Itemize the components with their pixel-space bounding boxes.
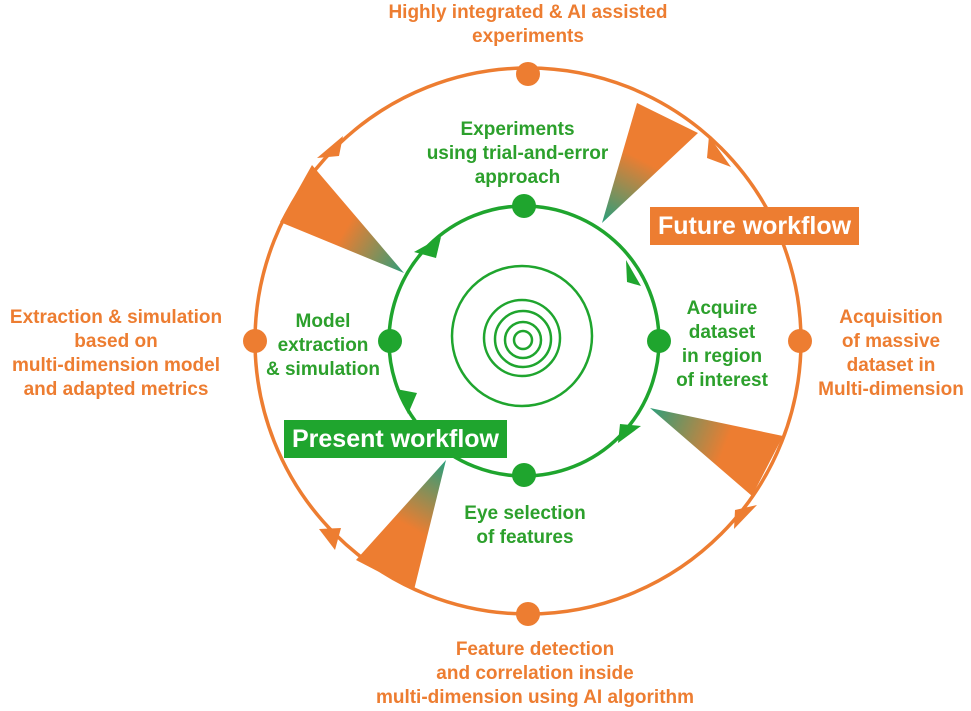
center-target bbox=[450, 264, 594, 408]
future-workflow-label: Future workflow bbox=[650, 207, 860, 245]
future-node-bottom bbox=[516, 602, 540, 626]
present-arrow-3 bbox=[396, 389, 417, 414]
future-node-top bbox=[516, 62, 540, 86]
present-node-right bbox=[647, 329, 671, 353]
future-stage-feature-detection: Feature detection and correlation inside… bbox=[375, 639, 695, 708]
present-stage-eye-selection: Eye selection of features bbox=[464, 503, 586, 548]
present-arrow-4 bbox=[414, 237, 441, 258]
future-node-left bbox=[243, 329, 267, 353]
future-arrow-2 bbox=[734, 505, 757, 529]
transition-wedge-2 bbox=[650, 408, 783, 496]
present-stage-model: Model extraction & simulation bbox=[265, 311, 380, 380]
future-stage-experiments: Highly integrated & AI assisted experime… bbox=[388, 2, 668, 47]
future-node-right bbox=[788, 329, 812, 353]
future-arrow-1 bbox=[707, 136, 731, 167]
present-arrow-1 bbox=[626, 260, 641, 286]
future-stage-extraction: Extraction & simulation based on multi-d… bbox=[9, 307, 223, 400]
present-stage-experiments: Experiments using trial-and-error approa… bbox=[426, 119, 609, 188]
present-node-top bbox=[512, 194, 536, 218]
present-stage-acquire: Acquire dataset in region of interest bbox=[676, 298, 768, 391]
present-node-bottom bbox=[512, 463, 536, 487]
future-stage-acquisition: Acquisition of massive dataset in Multi-… bbox=[818, 307, 964, 400]
transition-wedge-3 bbox=[356, 460, 446, 590]
future-arrow-4 bbox=[317, 136, 343, 158]
transition-wedge-4 bbox=[280, 165, 404, 273]
present-workflow-label: Present workflow bbox=[284, 420, 507, 458]
future-arrow-3 bbox=[319, 528, 341, 550]
present-arrow-2 bbox=[618, 424, 641, 443]
transition-wedge-1 bbox=[602, 103, 698, 223]
present-node-left bbox=[378, 329, 402, 353]
